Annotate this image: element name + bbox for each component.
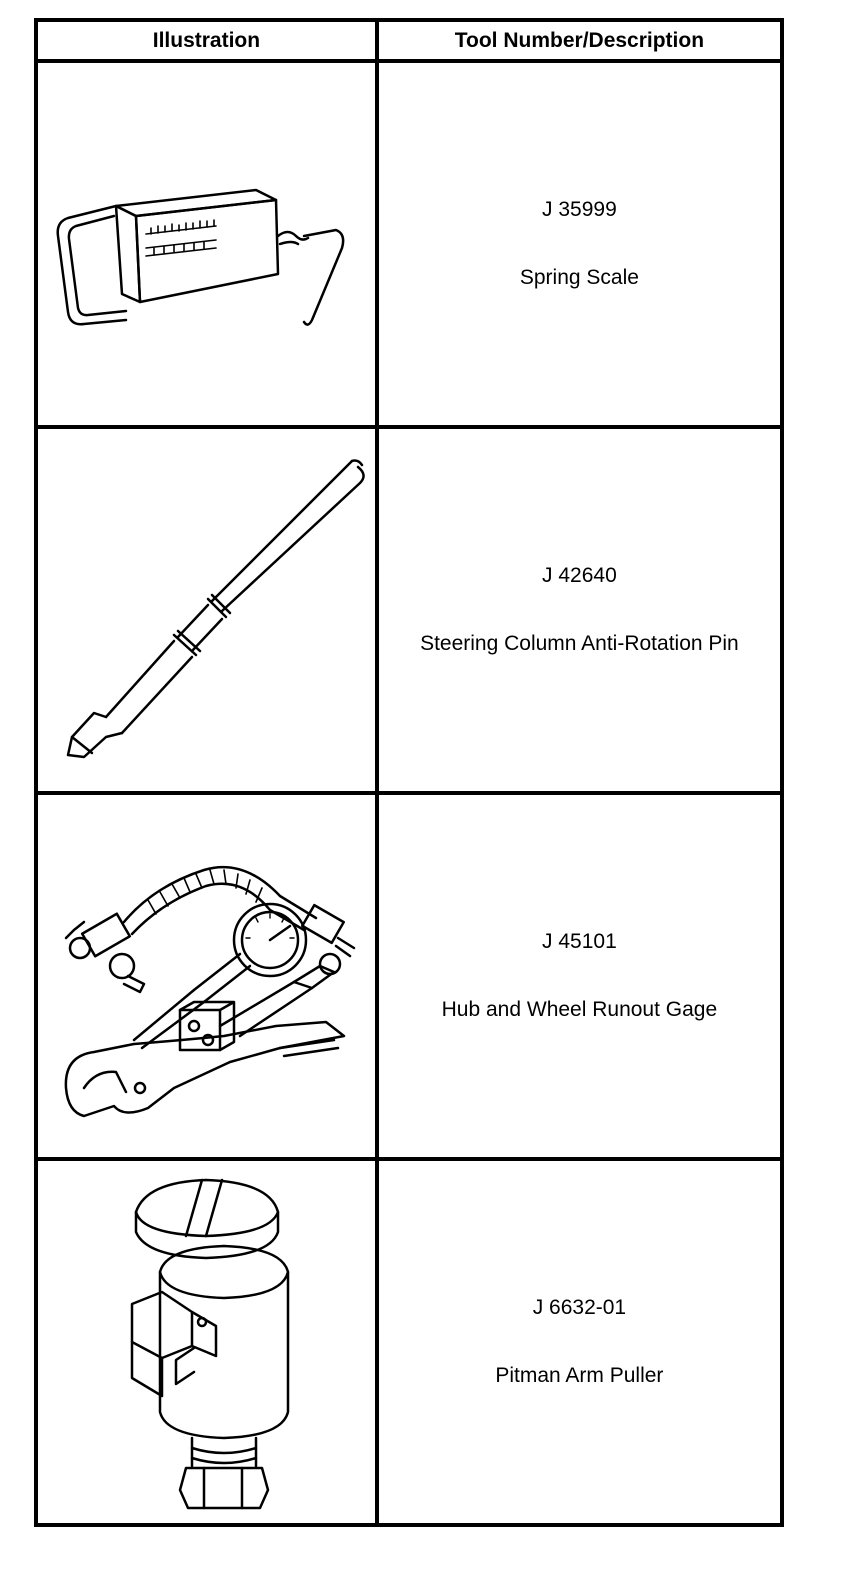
tool-number: J 35999 xyxy=(542,198,617,221)
anti-rotation-pin-icon xyxy=(67,459,366,759)
header-row: Illustration Tool Number/Description xyxy=(34,18,785,63)
header-illustration: Illustration xyxy=(34,18,379,63)
illustration-cell xyxy=(34,791,379,1161)
table-row: J 6632-01 Pitman Arm Puller xyxy=(34,1157,785,1527)
description-cell: J 35999 Spring Scale xyxy=(374,59,785,429)
tool-description: Pitman Arm Puller xyxy=(495,1364,664,1387)
illustration-cell xyxy=(34,425,379,795)
pitman-arm-puller-icon xyxy=(131,1178,290,1510)
tool-number: J 45101 xyxy=(542,930,617,953)
description-cell: J 42640 Steering Column Anti-Rotation Pi… xyxy=(374,425,785,795)
table-row: J 35999 Spring Scale xyxy=(34,59,785,429)
table-row: J 45101 Hub and Wheel Runout Gage xyxy=(34,791,785,1161)
description-cell: J 45101 Hub and Wheel Runout Gage xyxy=(374,791,785,1161)
table-row: J 42640 Steering Column Anti-Rotation Pi… xyxy=(34,425,785,795)
tool-number: J 6632-01 xyxy=(532,1296,627,1319)
tool-number: J 42640 xyxy=(542,564,617,587)
tool-description: Hub and Wheel Runout Gage xyxy=(441,998,718,1021)
runout-gage-icon xyxy=(64,865,356,1118)
illustration-cell xyxy=(34,59,379,429)
header-tool-number-description: Tool Number/Description xyxy=(374,18,785,63)
tool-description: Spring Scale xyxy=(519,266,639,289)
illustration-cell xyxy=(34,1157,379,1527)
description-cell: J 6632-01 Pitman Arm Puller xyxy=(374,1157,785,1527)
special-tools-table: Illustration Tool Number/Description xyxy=(34,18,785,1527)
tool-description: Steering Column Anti-Rotation Pin xyxy=(420,632,739,655)
spring-scale-icon xyxy=(56,188,345,326)
